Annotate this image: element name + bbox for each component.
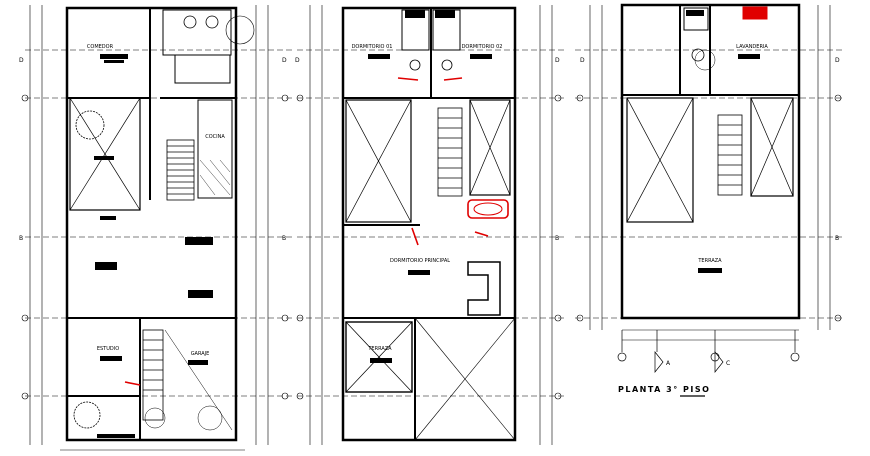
- plan2-void-right: [469, 99, 511, 196]
- grid-circles: [21, 94, 842, 400]
- plan2-stairs: [437, 107, 463, 197]
- plan1-red-door: [124, 381, 141, 386]
- label-dormitorio-01: DORMITORIO 01: [352, 44, 393, 50]
- plan2-red-door-3: [411, 227, 419, 246]
- plan1-kitchen-island: [174, 54, 231, 84]
- plan1-stairs-lower: [142, 329, 164, 421]
- plan2-red-door-4: [474, 231, 489, 237]
- plan2-bathtub: [467, 199, 509, 219]
- label-dormitorio-principal: DORMITORIO PRINCIPAL: [390, 258, 450, 264]
- label-dormitorio-02: DORMITORIO 02: [462, 44, 503, 50]
- plan3-stairs: [717, 114, 743, 196]
- plan2-labels: DORMITORIO 01 DORMITORIO 02 DORMITORIO P…: [352, 44, 503, 352]
- plan1-door-swing-icon: [225, 15, 255, 45]
- plan1-laundry-box: [197, 99, 233, 199]
- grid-letter-a: A: [666, 360, 671, 367]
- plan1-void-skylight: [69, 97, 141, 211]
- grid-letter-c: C: [726, 360, 730, 367]
- plan3-laundry-counter: [683, 7, 709, 31]
- label-terraza-3: TERRAZA: [697, 258, 722, 264]
- plan2-interior-walls: [343, 8, 515, 440]
- plan3-dimension-lines: [589, 5, 831, 341]
- plan2-grid-lines: [297, 49, 565, 397]
- label-garage: GARAJE: [191, 351, 210, 357]
- plan3-interior-walls: [622, 5, 799, 96]
- grid-letter-d-4: D: [555, 57, 560, 64]
- plan-second-floor: [297, 5, 565, 445]
- label-terraza-2: TERRAZA: [367, 346, 392, 352]
- grid-letter-d-5: D: [580, 57, 585, 64]
- plan2-red-door-1: [397, 77, 419, 81]
- plan1-sink-icon: [205, 15, 219, 29]
- plan3-void-left: [626, 97, 694, 223]
- plan1-dimension-lines: [29, 5, 269, 451]
- plan1-stairs: [166, 139, 195, 201]
- plan2-void-left: [345, 99, 412, 223]
- plan2-terrace-roof: [345, 321, 413, 393]
- plan1-tree-icon: [75, 110, 105, 140]
- grid-letter-d-2: D: [282, 57, 287, 64]
- plan1-stove-icon: [183, 15, 197, 29]
- plan1-outer-wall: [65, 6, 238, 442]
- grid-letter-d-3: D: [295, 57, 300, 64]
- grid-letter-b-2: B: [282, 235, 286, 242]
- plan1-laundry-hatch: [199, 159, 231, 196]
- plan2-room-tags: [368, 10, 492, 363]
- plan3-room-tags: [686, 10, 760, 273]
- plan2-red-door-2: [443, 77, 463, 81]
- grid-letter-b-1: B: [19, 235, 23, 242]
- plan1-kitchen-counter: [162, 9, 232, 56]
- plan2-dimension-lines: [309, 5, 553, 445]
- label-lavanderia: LAVANDERIA: [736, 44, 768, 50]
- label-comedor: COMEDOR: [87, 44, 114, 50]
- plan-third-floor: [575, 3, 845, 373]
- plan3-red-sink: [742, 6, 768, 20]
- grid-bubbles: D D D D D D B B B B: [19, 57, 840, 242]
- label-estudio: ESTUDIO: [97, 346, 119, 352]
- plan3-labels: LAVANDERIA TERRAZA A C: [666, 44, 768, 367]
- sheet-title: PLANTA 3° PISO: [618, 385, 710, 394]
- plan1-interior-walls: [67, 8, 236, 440]
- plan-ground-floor: [25, 5, 292, 451]
- grid-letter-b-4: B: [835, 235, 839, 242]
- plan1-tree-icon-2: [73, 401, 101, 429]
- label-cocina: COCINA: [205, 134, 225, 140]
- grid-letter-d-1: D: [19, 57, 24, 64]
- grid-letter-b-3: B: [555, 235, 559, 242]
- plan1-room-tags: [94, 54, 213, 438]
- plan3-void-right: [750, 97, 794, 197]
- plan2-closet: [467, 261, 501, 316]
- plan3-axis-markers: [617, 330, 800, 373]
- grid-letter-d-6: D: [835, 57, 840, 64]
- plan1-grid-lines: [25, 49, 292, 397]
- plan1-labels: COMEDOR COCINA ESTUDIO GARAJE: [87, 44, 225, 357]
